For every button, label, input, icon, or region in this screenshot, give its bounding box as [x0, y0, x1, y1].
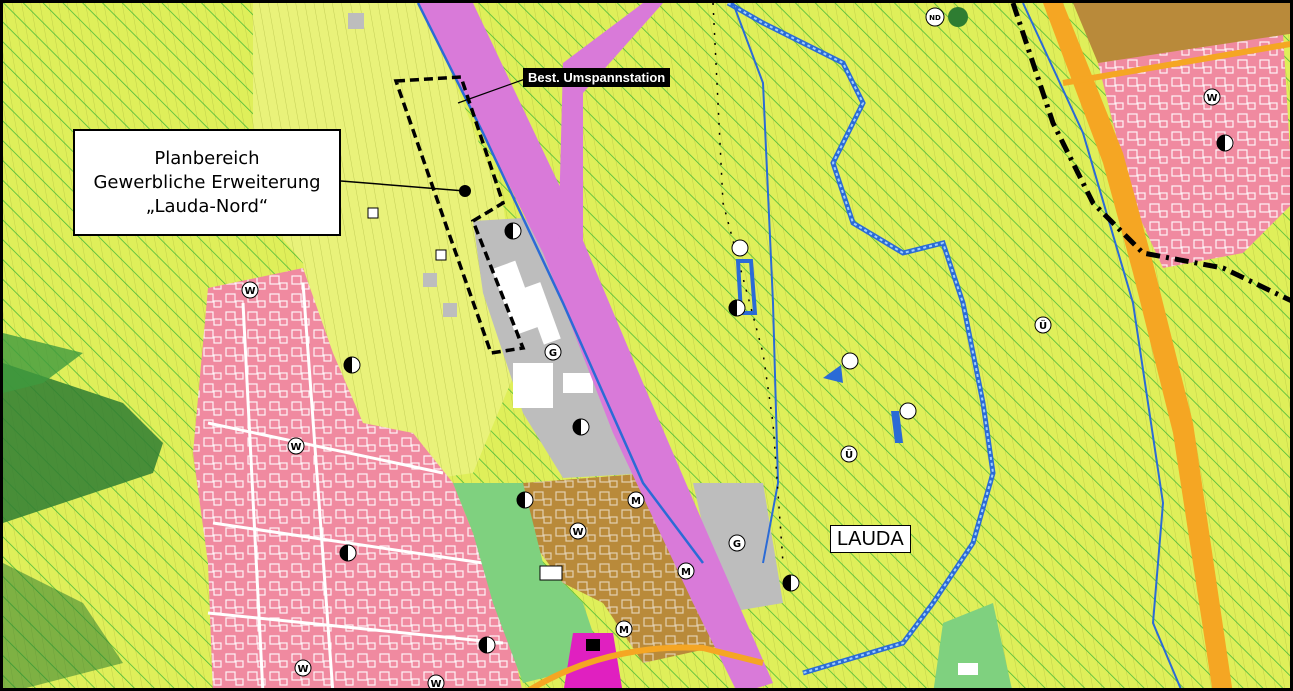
symbol-commercial: G: [549, 348, 557, 359]
map-canvas: W W W W W W M M M G G ND Ü Ü: [3, 3, 1290, 690]
plan-area-callout: Planbereich Gewerbliche Erweiterung „Lau…: [73, 129, 341, 236]
municipal-boundary: [1010, 3, 1290, 303]
symbol-mixed: M: [619, 625, 629, 636]
symbol-mixed: M: [631, 496, 641, 507]
symbol-mixed: M: [681, 567, 691, 578]
symbol-residential: W: [430, 679, 441, 690]
garden-area: [453, 483, 603, 683]
symbol-residential: W: [290, 442, 301, 453]
symbol-residential: W: [244, 286, 255, 297]
town-label: LAUDA: [830, 525, 911, 553]
symbol-commercial: G: [733, 539, 741, 550]
rail-corridor: [418, 3, 773, 688]
callout-line-2: Gewerbliche Erweiterung: [93, 171, 321, 193]
substation-label: Best. Umspannstation: [523, 68, 671, 87]
symbol-public: Ü: [845, 447, 853, 461]
zone-symbols: W W W W W W M M M G G ND Ü Ü: [241, 7, 1221, 690]
main-road: [1043, 3, 1233, 688]
symbol-residential: W: [572, 527, 583, 538]
facility-markers: [339, 134, 1234, 654]
symbol-nature: ND: [929, 14, 941, 22]
plan-area-marker: [459, 185, 471, 197]
callout-line-1: Planbereich: [154, 147, 260, 169]
plan-area-boundary: [393, 75, 526, 355]
symbol-residential: W: [1206, 93, 1217, 104]
callout-line-3: „Lauda-Nord“: [145, 195, 269, 217]
symbol-public: Ü: [1039, 318, 1047, 332]
forest-area: [3, 363, 163, 523]
symbol-residential: W: [297, 664, 308, 675]
